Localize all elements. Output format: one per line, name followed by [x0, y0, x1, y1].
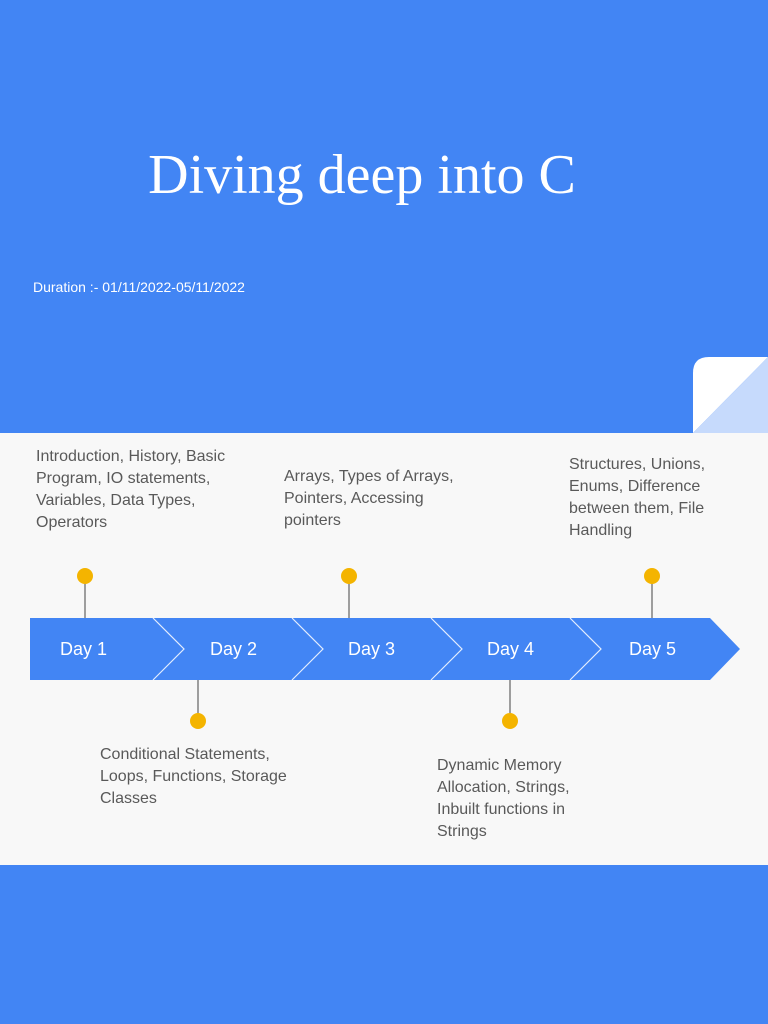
title-section: [0, 0, 768, 433]
timeline-arrow: [30, 617, 740, 681]
marker-dot-2: [190, 713, 206, 729]
chevron-divider-1: [152, 617, 185, 681]
day-3-topics: Arrays, Types of Arrays, Pointers, Acces…: [284, 468, 454, 529]
day-4-label: Day 4: [487, 639, 535, 659]
duration-text: Duration :- 01/11/2022-05/11/2022: [33, 279, 245, 295]
day-2-label: Day 2: [210, 639, 258, 659]
day-2-topics: Conditional Statements, Loops, Functions…: [100, 746, 287, 807]
marker-dot-4: [502, 713, 518, 729]
timeline-markers: [77, 568, 660, 729]
marker-dot-1: [77, 568, 93, 584]
marker-dot-5: [644, 568, 660, 584]
chevron-divider-4: [569, 617, 602, 681]
day-5-label: Day 5: [629, 639, 677, 659]
footer-band: [0, 865, 768, 1024]
day-4-topics: Dynamic Memory Allocation, Strings, Inbu…: [437, 757, 570, 840]
chevron-divider-2: [291, 617, 324, 681]
page-fold-corner: [693, 357, 768, 433]
day-5-topics: Structures, Unions, Enums, Difference be…: [569, 456, 706, 539]
chevron-divider-3: [430, 617, 463, 681]
day-3-label: Day 3: [348, 639, 396, 659]
slide-title: Diving deep into C: [148, 144, 576, 206]
day-1-label: Day 1: [60, 639, 108, 659]
timeline-bar: [30, 618, 740, 680]
day-1-topics: Introduction, History, Basic Program, IO…: [36, 448, 226, 531]
marker-dot-3: [341, 568, 357, 584]
